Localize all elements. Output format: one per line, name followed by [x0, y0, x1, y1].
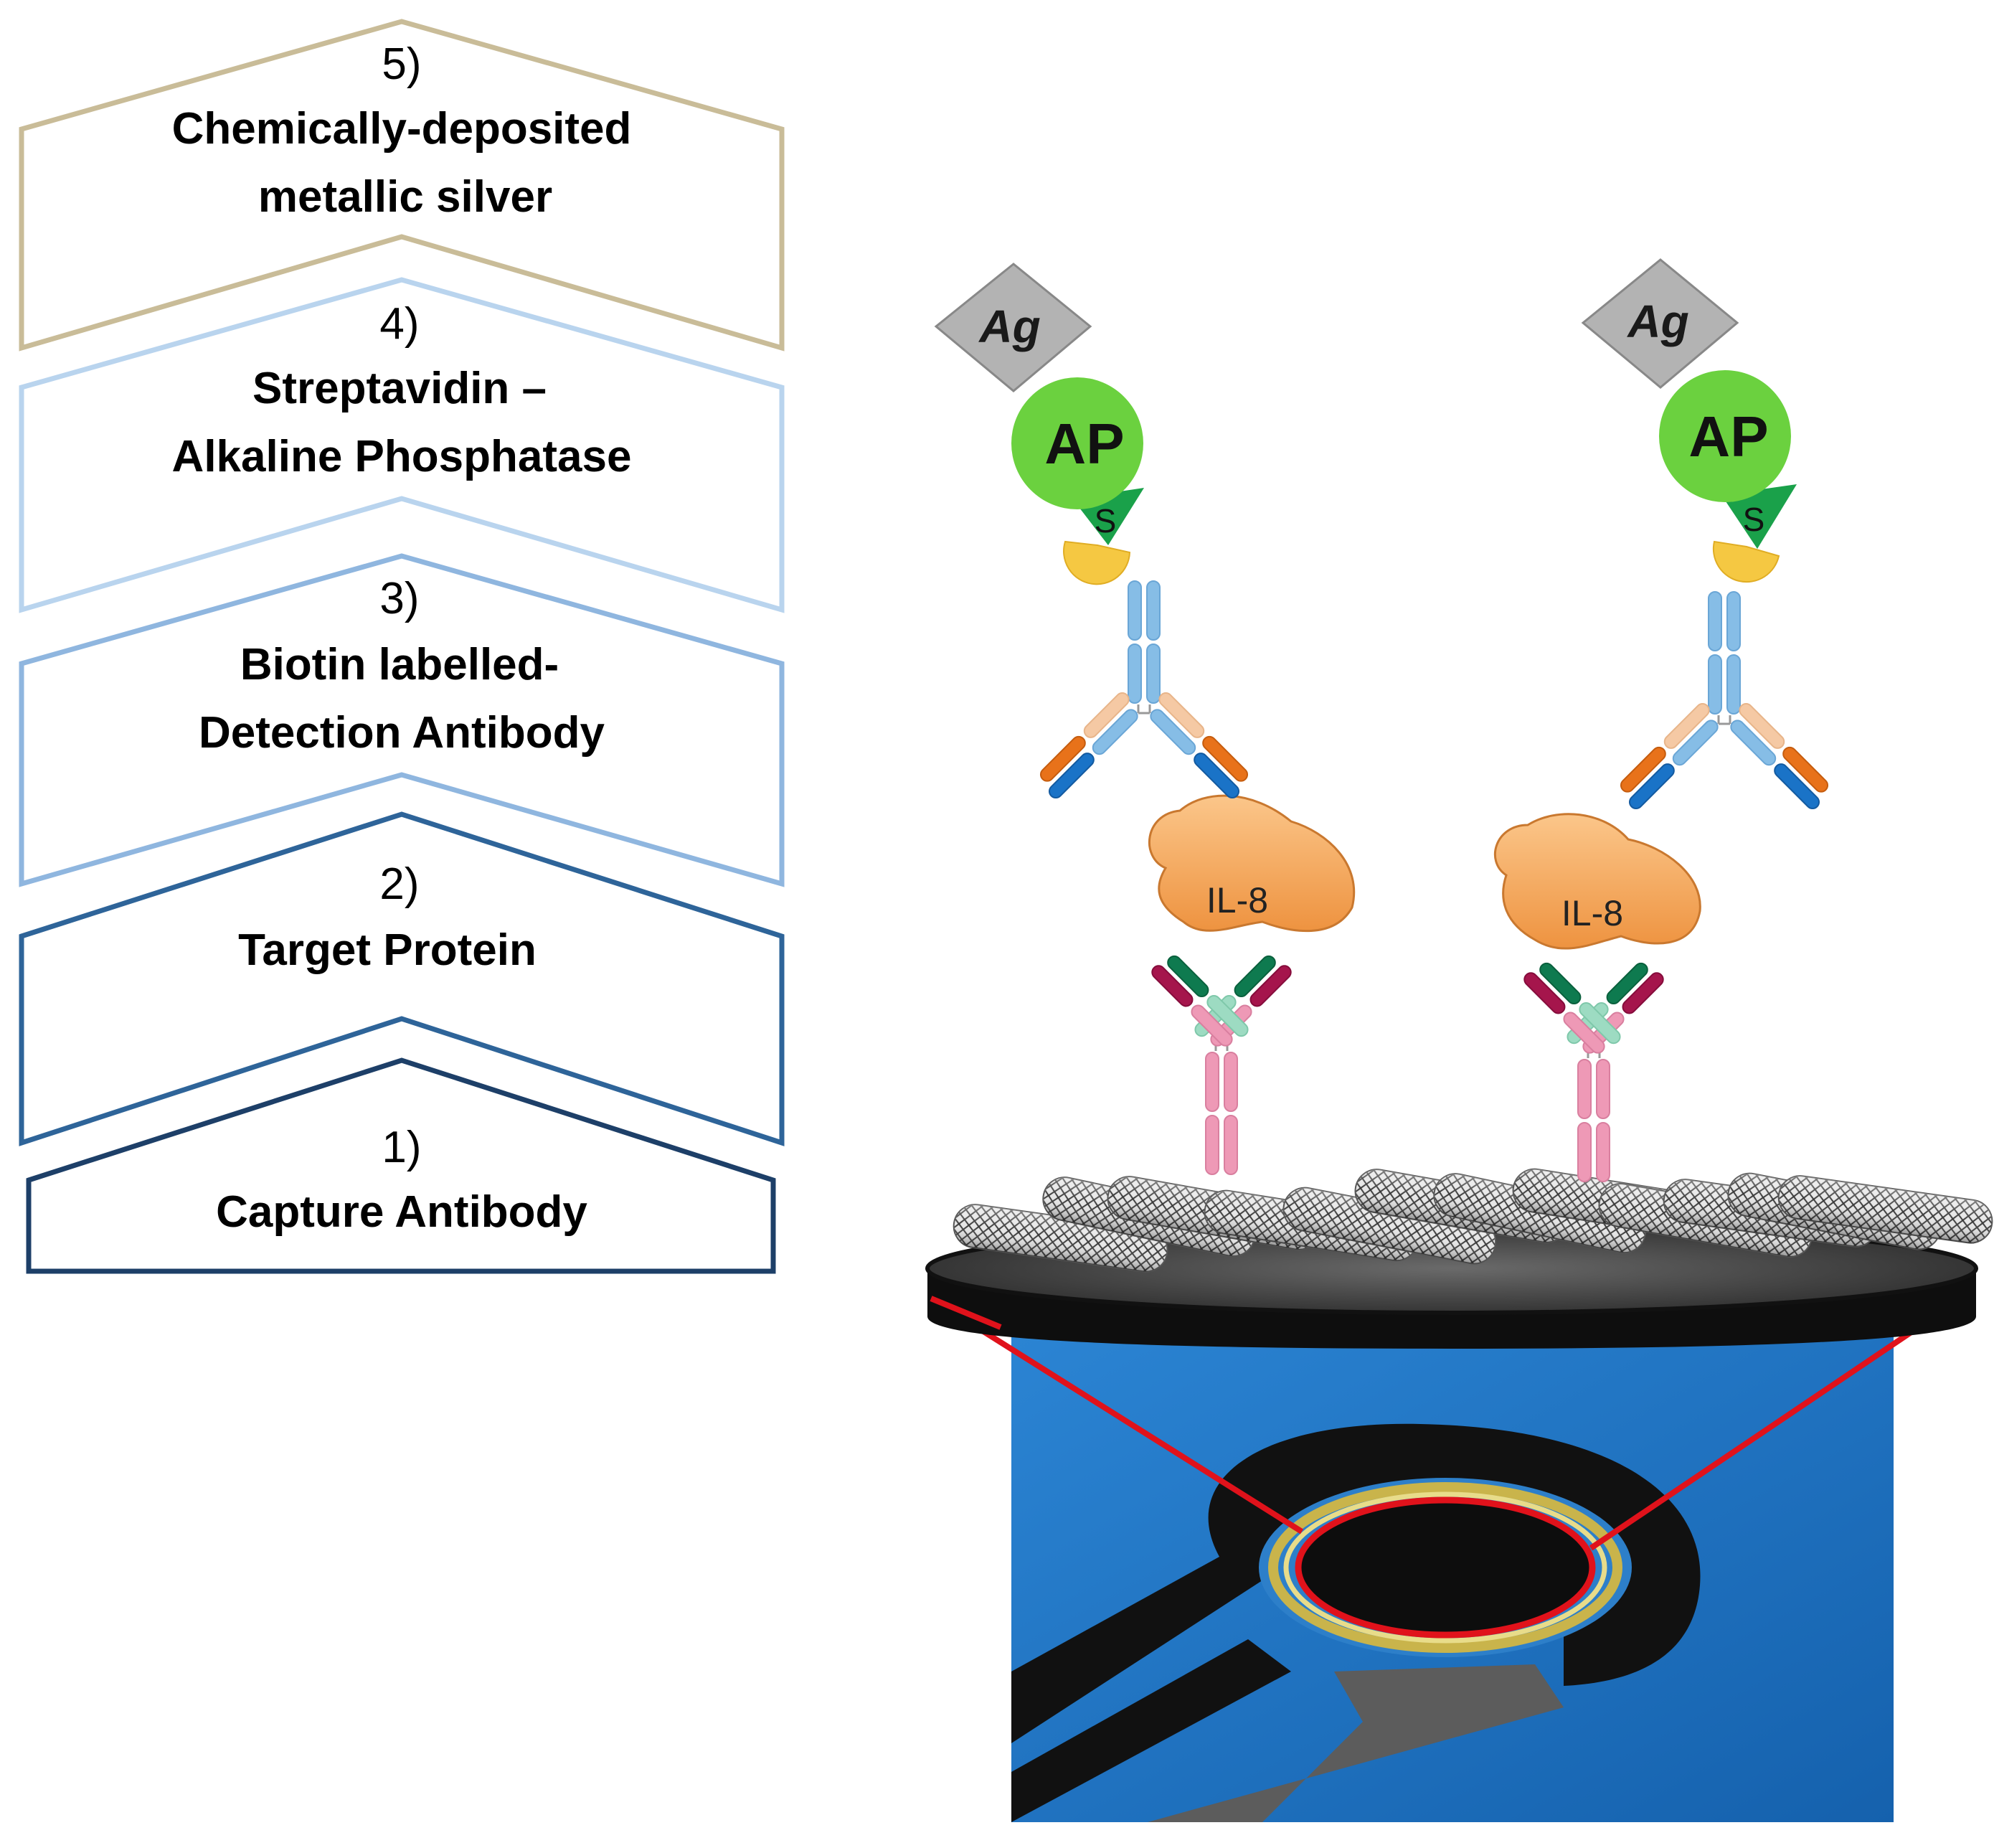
step-3-number: 3) — [379, 574, 419, 623]
silver-deposit-2 — [1581, 258, 1739, 389]
ag-label-2: Ag — [1626, 296, 1688, 347]
alkaline-phosphatase-2 — [1659, 370, 1791, 502]
il8-label-2: IL-8 — [1561, 893, 1623, 933]
streptavidin-label-1: S — [1095, 502, 1117, 539]
step-3-label-line2: Detection Antibody — [199, 708, 605, 758]
reference-electrode — [1148, 1664, 1564, 1822]
il8-protein-1 — [1148, 794, 1356, 933]
step-5: 5) Chemically-deposited metallic silver — [19, 19, 785, 352]
step-2-chevron — [19, 811, 785, 1146]
il8-protein-2 — [1493, 813, 1701, 950]
sandwich-complex-2: IL-8 S AP Ag — [1493, 258, 1835, 1183]
step-5-label-line2: metallic silver — [258, 172, 552, 222]
step-4-label-line1: Streptavidin – — [252, 364, 547, 413]
streptavidin-label-2: S — [1743, 501, 1765, 538]
step-1: 1) Capture Antibody — [26, 1057, 776, 1274]
step-3-chevron — [19, 553, 785, 887]
step-1-label-line1: Capture Antibody — [216, 1187, 587, 1237]
step-4-chevron — [19, 277, 785, 613]
step-1-number: 1) — [382, 1123, 421, 1172]
silver-deposit-1 — [934, 263, 1092, 392]
biotin-2 — [1712, 540, 1780, 583]
biotin-1 — [1063, 540, 1131, 585]
step-2-number: 2) — [379, 859, 419, 909]
capture-antibody-1 — [1148, 949, 1295, 1176]
working-electrode — [1295, 1496, 1596, 1639]
detection-antibody-1 — [1033, 580, 1255, 802]
step-3: 3) Biotin labelled- Detection Antibody — [19, 553, 785, 887]
sandwich-complex-1: IL-8 S AP Ag — [934, 263, 1356, 1176]
il8-label-1: IL-8 — [1206, 880, 1268, 920]
ag-label-1: Ag — [978, 301, 1040, 352]
step-5-chevron — [19, 19, 785, 352]
detection-antibody-2 — [1613, 590, 1835, 813]
step-2-label-line1: Target Protein — [238, 925, 537, 975]
step-4-number: 4) — [379, 299, 419, 349]
screen-printed-electrode — [1011, 1334, 1894, 1822]
step-4-label-line2: Alkaline Phosphatase — [172, 432, 632, 481]
ap-label-1: AP — [1044, 412, 1124, 476]
step-2: 2) Target Protein — [19, 811, 785, 1146]
step-1-chevron — [26, 1057, 776, 1274]
working-electrode-ring-inner — [1283, 1491, 1607, 1644]
zoom-line-left-top — [930, 1296, 1002, 1330]
step-5-label-line1: Chemically-deposited — [172, 104, 632, 154]
zoom-line-left — [929, 1296, 1304, 1534]
capture-antibody-2 — [1521, 956, 1667, 1183]
assay-steps: 5) Chemically-deposited metallic silver … — [19, 19, 785, 1274]
step-5-number: 5) — [382, 39, 421, 89]
step-4: 4) Streptavidin – Alkaline Phosphatase — [19, 277, 785, 613]
ap-label-2: AP — [1688, 405, 1768, 468]
electrode-track — [1011, 1639, 1291, 1822]
working-electrode-ring-outer — [1268, 1482, 1622, 1653]
alkaline-phosphatase-1 — [1011, 377, 1143, 509]
step-3-label-line1: Biotin labelled- — [240, 640, 559, 689]
